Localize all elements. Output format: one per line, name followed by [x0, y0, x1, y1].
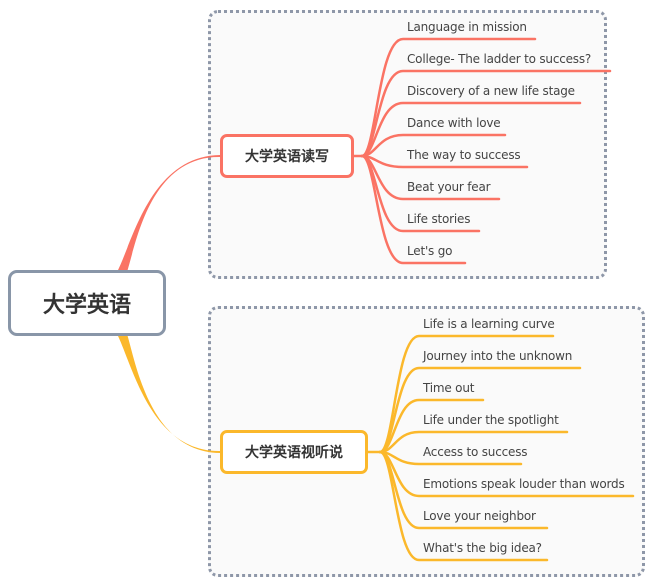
subtopic[interactable]: Let's go [407, 244, 453, 258]
subtopic[interactable]: Life stories [407, 212, 471, 226]
subtopic[interactable]: Dance with love [407, 116, 501, 130]
root-connector-listening-speaking [117, 334, 220, 453]
subtopic-connector [360, 101, 582, 158]
main-topic-reading-writing[interactable]: 大学英语读写 [220, 134, 354, 178]
subtopic[interactable]: Beat your fear [407, 180, 491, 194]
subtopic-connector [360, 154, 467, 265]
subtopic[interactable]: Journey into the unknown [423, 349, 573, 363]
main-topic-listening-speaking[interactable]: 大学英语视听说 [220, 430, 368, 474]
subtopic[interactable]: Language in mission [407, 20, 527, 34]
root-topic[interactable]: 大学英语 [8, 270, 166, 336]
subtopic-connector [378, 366, 582, 454]
subtopic-connector [378, 398, 485, 454]
main-topic-label: 大学英语视听说 [245, 445, 343, 461]
subtopic[interactable]: Discovery of a new life stage [407, 84, 575, 98]
subtopic[interactable]: What's the big idea? [423, 541, 542, 555]
subtopic-connector [378, 450, 549, 562]
subtopic[interactable]: Time out [423, 381, 475, 395]
root-topic-label: 大学英语 [42, 293, 131, 318]
subtopic[interactable]: Life is a learning curve [423, 317, 555, 331]
subtopic[interactable]: Love your neighbor [423, 509, 536, 523]
main-topic-label: 大学英语读写 [245, 149, 329, 165]
subtopic[interactable]: Emotions speak louder than words [423, 477, 625, 491]
subtopic[interactable]: Life under the spotlight [423, 413, 559, 427]
root-connector-reading-writing [117, 155, 220, 272]
subtopic[interactable]: Access to success [423, 445, 528, 459]
subtopic[interactable]: College- The ladder to success? [407, 52, 592, 66]
subtopic[interactable]: The way to success [407, 148, 521, 162]
